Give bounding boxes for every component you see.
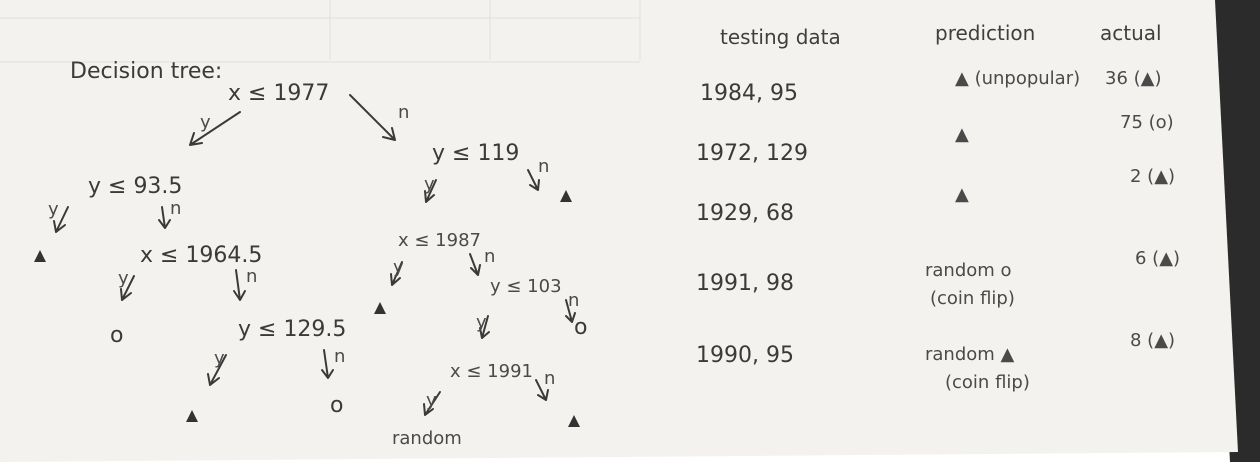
row2-prediction: ▲	[955, 124, 969, 145]
arrow-rlrl-right	[535, 379, 549, 401]
leaf-triangle-1	[34, 250, 46, 262]
arrow-lr-left	[120, 275, 135, 301]
node-left: y ≤ 93.5	[88, 174, 182, 199]
label-lrr-no: n	[334, 346, 345, 367]
arrow-rl-right	[469, 253, 481, 276]
leaf-triangle-3	[560, 190, 572, 202]
label-rlr-no: n	[568, 290, 579, 311]
label-rl-yes: y	[393, 257, 404, 278]
row2-actual: 75 (o)	[1120, 112, 1174, 133]
label-root-yes: y	[200, 112, 211, 133]
header-prediction: prediction	[935, 21, 1035, 45]
arrow-left-right	[158, 206, 171, 229]
node-right: y ≤ 119	[432, 141, 519, 166]
row3-prediction: ▲	[955, 184, 969, 205]
arrow-rlr-right	[565, 299, 576, 323]
label-lr-no: n	[246, 266, 257, 287]
node-left-right: x ≤ 1964.5	[140, 243, 262, 268]
grid-lines	[0, 0, 641, 63]
label-root-no: n	[398, 102, 409, 123]
row4-prediction-note: (coin flip)	[930, 288, 1015, 309]
row5-testing: 1990, 95	[696, 343, 794, 368]
label-rlr-yes: y	[476, 312, 487, 333]
label-left-yes: y	[48, 199, 59, 220]
header-testing-data: testing data	[720, 25, 841, 49]
row5-prediction-note: (coin flip)	[945, 372, 1030, 393]
node-rlrl: x ≤ 1991	[450, 361, 533, 382]
row4-testing: 1991, 98	[696, 271, 794, 296]
leaf-circle-1: o	[110, 323, 123, 348]
arrow-rlrl-left	[423, 391, 441, 416]
row2-testing: 1972, 129	[696, 141, 808, 166]
row4-prediction: random o	[925, 260, 1012, 281]
arrow-lr-right	[233, 269, 246, 301]
arrow-lrr-right	[321, 349, 334, 379]
leaf-triangle-4	[374, 302, 386, 314]
header-actual: actual	[1100, 21, 1162, 45]
row5-actual: 8 (▲)	[1130, 330, 1175, 351]
label-right-yes: y	[424, 174, 435, 195]
row4-actual: 6 (▲)	[1135, 248, 1180, 269]
leaf-triangle-2	[186, 410, 198, 422]
leaf-triangle-5	[568, 415, 580, 427]
label-rlrl-no: n	[544, 368, 555, 389]
tree-title: Decision tree:	[70, 59, 222, 84]
node-right-left: x ≤ 1987	[398, 230, 481, 251]
arrow-root-left	[189, 111, 241, 146]
node-root: x ≤ 1977	[228, 81, 329, 106]
arrow-lrr-left	[207, 354, 227, 386]
row1-actual: 36 (▲)	[1105, 68, 1162, 89]
row1-testing: 1984, 95	[700, 81, 798, 106]
arrow-right-right	[527, 169, 540, 191]
node-lrr: y ≤ 129.5	[238, 317, 346, 342]
node-rlr: y ≤ 103	[490, 276, 562, 297]
label-rl-no: n	[484, 246, 495, 267]
arrow-right-left	[424, 179, 437, 203]
arrow-root-right	[349, 94, 396, 141]
leaf-circle-2: o	[330, 393, 343, 418]
arrow-left-left	[53, 206, 69, 233]
label-lr-yes: y	[118, 268, 129, 289]
label-left-no: n	[170, 198, 181, 219]
label-lrr-yes: y	[214, 348, 225, 369]
row3-actual: 2 (▲)	[1130, 166, 1175, 187]
label-rlrl-yes: y	[426, 390, 437, 411]
arrow-rl-left	[390, 261, 403, 286]
leaf-circle-3: o	[574, 315, 587, 340]
row5-prediction: random ▲	[925, 344, 1015, 365]
paper-sheet	[0, 0, 1238, 462]
row3-testing: 1929, 68	[696, 201, 794, 226]
row1-prediction: ▲ (unpopular)	[955, 68, 1080, 89]
arrow-rlr-left	[479, 315, 490, 339]
label-right-no: n	[538, 156, 549, 177]
leaf-random: random	[392, 428, 462, 449]
